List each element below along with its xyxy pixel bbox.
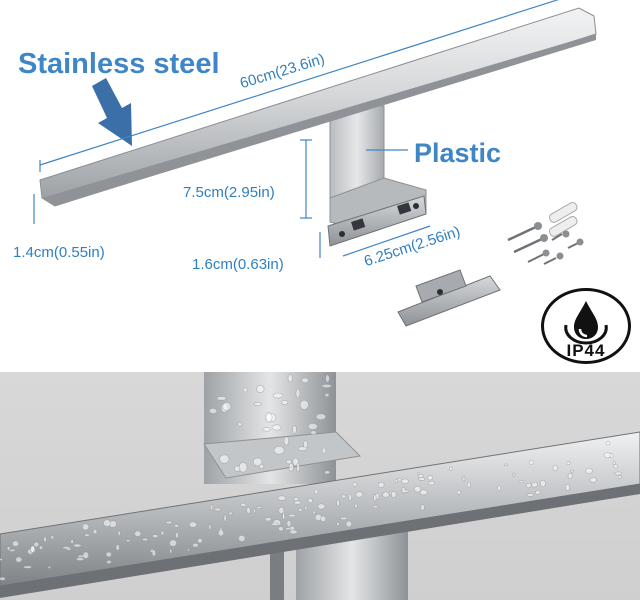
plate-slot-right (397, 202, 412, 215)
ip44-badge: IP44 (541, 288, 631, 364)
waterproof-closeup-photo (0, 372, 640, 600)
dimension-diagram: Stainless steel Plastic 60cm(23.6in) 1.4… (13, 0, 631, 364)
plate-slot-left (351, 218, 366, 231)
material-bracket-label: Plastic (414, 138, 502, 168)
bracket-height-label: 7.5cm(2.95in) (183, 184, 275, 201)
diagram-graphics (33, 0, 597, 327)
closeup-rod (270, 542, 284, 600)
water-drop-icon (564, 301, 608, 345)
material-bar-label: Stainless steel (18, 48, 220, 80)
plate-hole-left (339, 231, 345, 237)
screw-set (507, 202, 584, 265)
water-droplets (0, 374, 623, 581)
bracket-width-dimension-line (342, 225, 431, 257)
bar-height-label: 1.4cm(0.55in) (13, 244, 105, 261)
arrow-icon (92, 78, 132, 146)
light-bar-shadow (42, 34, 596, 206)
dimension-lines (33, 0, 560, 258)
wall-plate-hook (415, 269, 467, 303)
length-dimension-line (39, 0, 560, 166)
ip44-badge-text: IP44 (566, 341, 606, 360)
closeup-graphics (0, 372, 640, 600)
plate-hole-right (413, 203, 419, 209)
bracket-thickness-label: 1.6cm(0.63in) (192, 256, 284, 273)
